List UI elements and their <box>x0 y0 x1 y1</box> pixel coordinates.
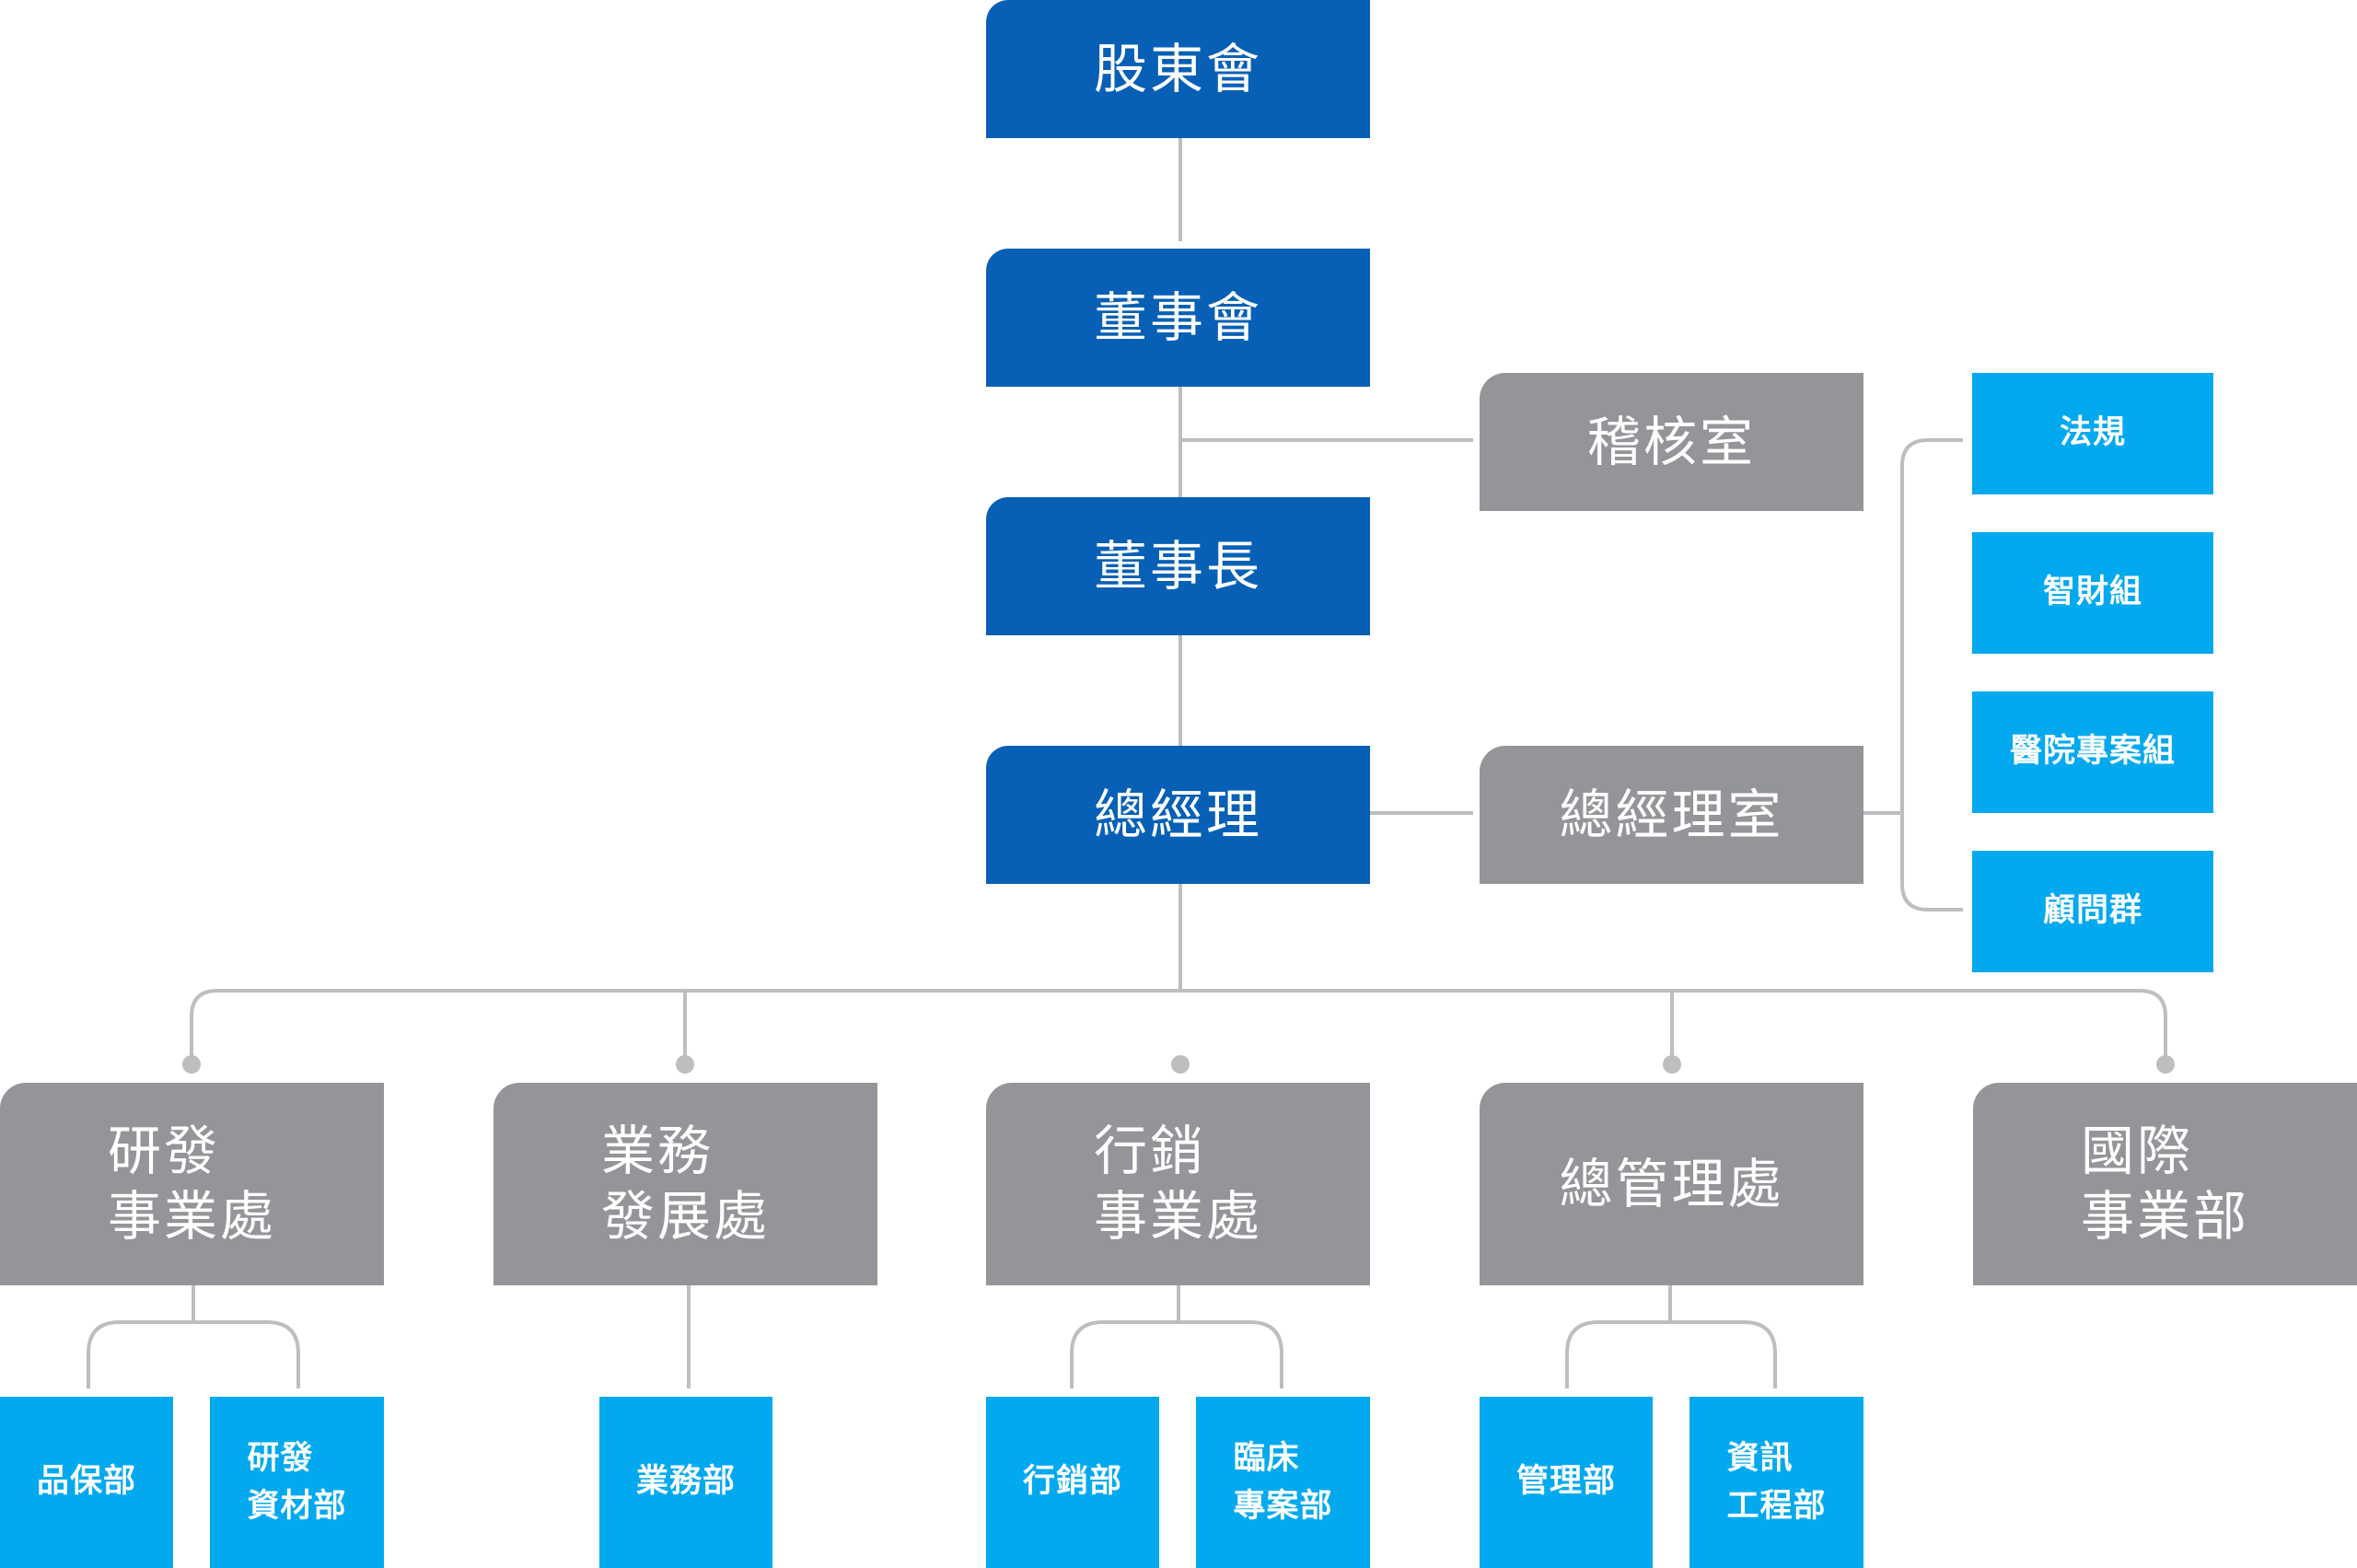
management-dept-label: 管理部 <box>1515 1463 1616 1501</box>
hospital-project-box: 醫院專案組 <box>1972 691 2213 813</box>
dot-rd-bu <box>182 1055 201 1074</box>
dot-intl-bu <box>2156 1055 2175 1074</box>
rd-bu-box: 研發 事業處 <box>0 1083 384 1285</box>
legal-label: 法規 <box>2059 414 2126 452</box>
marketing-dept-box: 行銷部 <box>986 1397 1159 1568</box>
sales-dev-box: 業務 發展處 <box>493 1083 877 1285</box>
bracket-admin-sub <box>1565 1320 1777 1388</box>
clinical-project-label: 臨床 專案部 <box>1233 1439 1333 1526</box>
board-box: 董事會 <box>986 249 1370 387</box>
audit-label: 稽核室 <box>1586 410 1756 473</box>
advisors-box: 顧問群 <box>1972 851 2213 972</box>
management-dept-box: 管理部 <box>1480 1397 1653 1568</box>
chairman-box: 董事長 <box>986 497 1370 635</box>
president-office-box: 總經理室 <box>1480 746 1864 884</box>
marketing-dept-label: 行銷部 <box>1022 1463 1122 1501</box>
sales-dept-label: 業務部 <box>635 1463 736 1501</box>
advisors-label: 顧問群 <box>2042 892 2142 930</box>
it-engineering-box: 資訊 工程部 <box>1689 1397 1864 1568</box>
dot-admin <box>1663 1055 1681 1074</box>
audit-box: 稽核室 <box>1480 373 1864 511</box>
chairman-label: 董事長 <box>1093 534 1262 598</box>
shareholders-box: 股東會 <box>986 0 1370 138</box>
rd-bu-label: 研發 事業處 <box>107 1120 276 1248</box>
shareholders-label: 股東會 <box>1093 37 1262 100</box>
it-engineering-label: 資訊 工程部 <box>1726 1439 1827 1526</box>
rd-materials-box: 研發 資材部 <box>210 1397 384 1568</box>
bracket-rd-sub <box>87 1320 300 1388</box>
sales-dept-box: 業務部 <box>599 1397 772 1568</box>
president-label: 總經理 <box>1093 783 1262 846</box>
dot-sales-dev <box>676 1055 694 1074</box>
dot-marketing-bu <box>1171 1055 1190 1074</box>
bracket-staff-units <box>1900 438 1963 912</box>
intl-bu-box: 國際 事業部 <box>1973 1083 2357 1285</box>
sales-dev-label: 業務 發展處 <box>600 1120 770 1248</box>
intl-bu-label: 國際 事業部 <box>2080 1120 2249 1248</box>
president-office-label: 總經理室 <box>1559 783 1784 846</box>
president-box: 總經理 <box>986 746 1370 884</box>
qa-dept-box: 品保部 <box>0 1397 173 1568</box>
division-bus <box>190 989 2167 1059</box>
ip-box: 智財組 <box>1972 532 2213 654</box>
clinical-project-box: 臨床 專案部 <box>1196 1397 1370 1568</box>
admin-label: 總管理處 <box>1559 1152 1784 1215</box>
hospital-project-label: 醫院專案組 <box>2009 733 2176 771</box>
board-label: 董事會 <box>1093 285 1262 349</box>
admin-box: 總管理處 <box>1480 1083 1864 1285</box>
ip-label: 智財組 <box>2042 574 2142 611</box>
marketing-bu-box: 行銷 事業處 <box>986 1083 1370 1285</box>
bracket-marketing-sub <box>1070 1320 1283 1388</box>
qa-dept-label: 品保部 <box>36 1463 136 1501</box>
rd-materials-label: 研發 資材部 <box>247 1439 347 1526</box>
legal-box: 法規 <box>1972 373 2213 494</box>
marketing-bu-label: 行銷 事業處 <box>1093 1120 1262 1248</box>
